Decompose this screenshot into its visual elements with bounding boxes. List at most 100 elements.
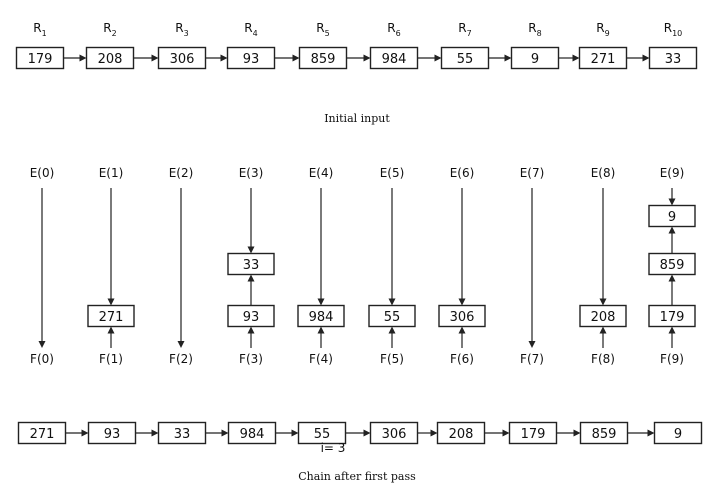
record-label: R10 [664, 21, 683, 38]
arrowhead [528, 341, 536, 348]
record-node: 271 [578, 46, 628, 70]
record-node: 208 [85, 46, 135, 70]
arrowhead [107, 298, 115, 306]
link-arrow [417, 54, 442, 62]
node-value: 208 [591, 310, 616, 325]
chain-node: 984 [227, 421, 277, 445]
arrowhead [434, 54, 442, 62]
bucket-queues: E(0)F(0)E(1)F(1)271E(2)F(2)E(3)F(3)9333E… [30, 166, 696, 366]
queue-end-label: E(3) [239, 166, 264, 180]
queue-end-label: E(4) [309, 166, 334, 180]
chain-link-arrow [65, 429, 89, 437]
queue-node: 271 [87, 304, 135, 328]
queue-front-label: F(6) [450, 352, 474, 366]
chain-link-arrow [345, 429, 371, 437]
node-value: 306 [382, 427, 407, 442]
link-arrow [626, 54, 650, 62]
queue-node: 984 [297, 304, 345, 328]
arrowhead [81, 429, 89, 437]
front-pointer-arrow [247, 326, 255, 348]
caption-chain-after-first-pass: Chain after first pass [298, 470, 416, 483]
node-value: 9 [674, 427, 682, 442]
queue-column: E(6)F(6)306 [438, 166, 486, 366]
chain-annotation: i= 3 [321, 441, 346, 455]
node-value: 179 [521, 427, 546, 442]
chain-link-arrow [556, 429, 581, 437]
front-pointer-arrow [317, 326, 325, 348]
arrowhead [458, 298, 466, 306]
chain-node: 93 [87, 421, 137, 445]
arrowhead [151, 54, 159, 62]
arrowhead [79, 54, 87, 62]
arrowhead [572, 54, 580, 62]
empty-queue-arrow [38, 188, 46, 348]
node-value: 33 [243, 258, 260, 273]
node-value: 208 [449, 427, 474, 442]
queue-end-label: E(7) [520, 166, 545, 180]
chain-node: 55 [297, 421, 347, 445]
end-pointer-arrow [458, 188, 466, 306]
arrowhead [177, 341, 185, 348]
node-value: 271 [591, 52, 616, 67]
chain-node: 859 [579, 421, 629, 445]
record-label: R2 [103, 21, 116, 38]
chain-link-arrow [627, 429, 655, 437]
node-value: 33 [174, 427, 191, 442]
arrowhead [458, 326, 466, 334]
arrowhead [599, 326, 607, 334]
queue-link-arrow [668, 274, 676, 306]
node-value: 208 [98, 52, 123, 67]
arrowhead [647, 429, 655, 437]
front-pointer-arrow [599, 326, 607, 348]
queue-node: 33 [227, 252, 275, 276]
front-pointer-arrow [388, 326, 396, 348]
queue-end-label: E(8) [591, 166, 616, 180]
queue-node: 9 [648, 204, 696, 228]
arrowhead [388, 326, 396, 334]
queue-front-label: F(9) [660, 352, 684, 366]
chain-node: 208 [436, 421, 486, 445]
chain-link-arrow [275, 429, 299, 437]
queue-column: E(1)F(1)271 [87, 166, 135, 366]
record-node: 306 [157, 46, 207, 70]
node-box [648, 46, 698, 70]
node-value: 93 [243, 310, 260, 325]
end-pointer-arrow [388, 188, 396, 306]
link-arrow [63, 54, 87, 62]
node-value: 9 [531, 52, 539, 67]
arrowhead [292, 54, 300, 62]
node-value: 984 [382, 52, 407, 67]
arrowhead [291, 429, 299, 437]
queue-end-label: E(5) [380, 166, 405, 180]
end-pointer-arrow [668, 188, 676, 206]
chain-node: 33 [157, 421, 207, 445]
end-pointer-arrow [599, 188, 607, 306]
queue-column: E(4) F(4) 984 [297, 166, 345, 366]
queue-end-label: E(1) [99, 166, 124, 180]
queue-front-label: F(8) [591, 352, 615, 366]
arrowhead [107, 326, 115, 334]
arrowhead [363, 54, 371, 62]
chain-link-arrow [484, 429, 510, 437]
node-value: 93 [243, 52, 260, 67]
chain-node: 9 [653, 421, 703, 445]
node-value: 859 [592, 427, 617, 442]
record-label: R8 [528, 21, 541, 38]
arrowhead [221, 429, 229, 437]
arrowhead [668, 326, 676, 334]
node-value: 55 [457, 52, 474, 67]
node-value: 33 [665, 52, 682, 67]
queue-node: 859 [648, 252, 696, 276]
node-value: 179 [28, 52, 53, 67]
queue-front-label: F(4) [309, 352, 333, 366]
end-pointer-arrow [317, 188, 325, 306]
record-node: 859 [298, 46, 348, 70]
chain-node: 179 [508, 421, 558, 445]
node-value: 179 [660, 310, 685, 325]
arrowhead [642, 54, 650, 62]
node-value: 55 [314, 427, 331, 442]
record-node: 55 [440, 46, 490, 70]
queue-link-arrow [247, 274, 255, 306]
